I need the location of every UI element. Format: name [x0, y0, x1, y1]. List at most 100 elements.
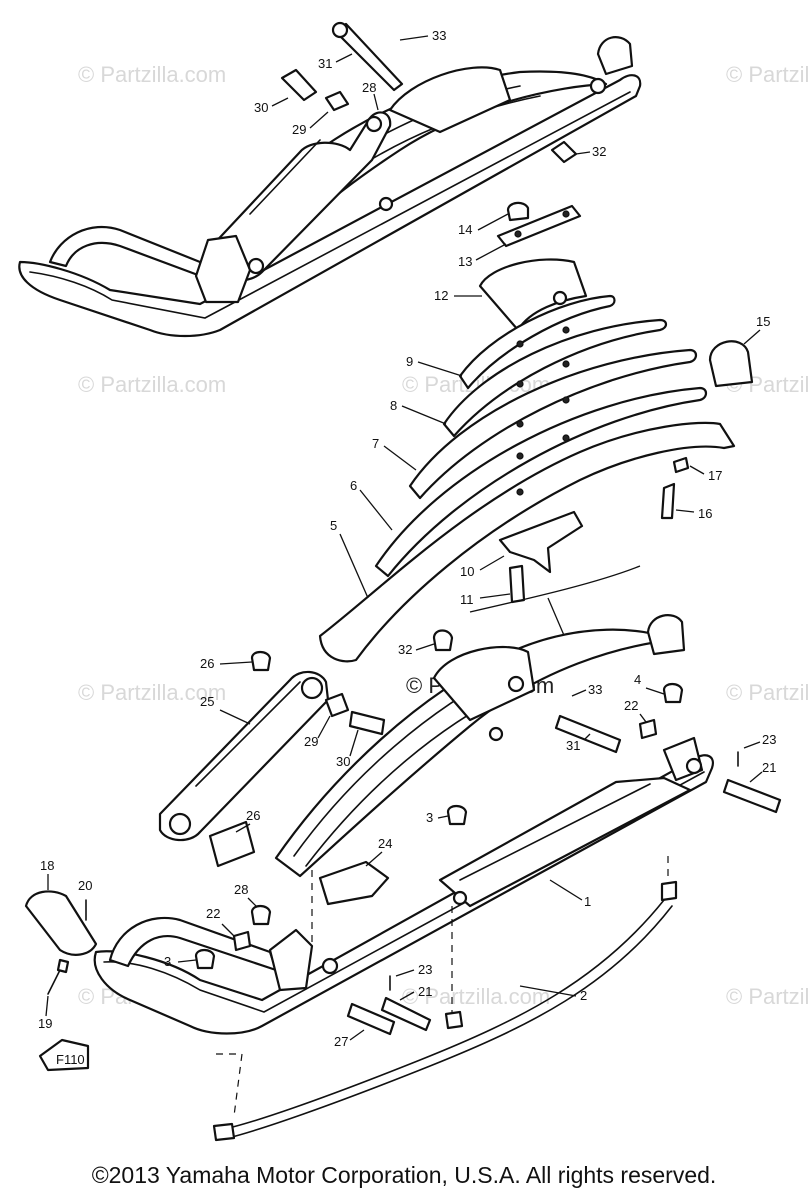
- callout-4: 4: [634, 672, 641, 687]
- callout-28: 28: [234, 882, 248, 897]
- ski-tip-18: [24, 890, 98, 956]
- leaf-9: [458, 294, 616, 390]
- watermark: © Partzilla.com: [402, 984, 550, 1009]
- fig-label: F110: [56, 1052, 85, 1067]
- nut-14: [506, 201, 530, 222]
- callout-27: 27: [334, 1034, 348, 1049]
- bottom-front-bracket: [268, 928, 314, 992]
- bolt-30: [348, 710, 386, 736]
- bolt-21: [722, 778, 782, 814]
- top-collar-29: [324, 90, 350, 112]
- clamp-10: [498, 510, 584, 574]
- collar-26: [208, 820, 256, 868]
- callout-9: 9: [406, 354, 413, 369]
- bolt-27: [346, 1002, 396, 1036]
- callout-7: 7: [372, 436, 379, 451]
- washer-17: [672, 456, 690, 474]
- top-ski-handle: [48, 225, 208, 280]
- callout-33: 33: [432, 28, 446, 43]
- callout-20: 20: [78, 878, 92, 893]
- callout-5: 5: [330, 518, 337, 533]
- bottom-rubber-stop: [646, 614, 686, 656]
- exploded-middle-parts: 14 13 12 9 8 7 6 5 15 17: [318, 201, 770, 663]
- saddle-12: [478, 258, 588, 332]
- callout-29: 29: [304, 734, 318, 749]
- leaf-5: [318, 421, 736, 663]
- washer-22: [638, 718, 658, 740]
- callout-28: 28: [362, 80, 376, 95]
- watermark: © Partzilla.com: [726, 680, 808, 705]
- top-nut-32: [550, 140, 578, 164]
- callout-30: 30: [336, 754, 350, 769]
- bracket-24: [318, 860, 390, 906]
- runner-2: [219, 887, 671, 1131]
- top-bolt-head: [247, 257, 265, 275]
- callout-1: 1: [584, 894, 591, 909]
- leaf-8: [442, 318, 668, 438]
- nut-3: [446, 804, 468, 826]
- callout-21: 21: [762, 760, 776, 775]
- callout-15: 15: [756, 314, 770, 329]
- callout-10: 10: [460, 564, 474, 579]
- leaf-6: [374, 386, 708, 578]
- top-saddle: [388, 66, 512, 134]
- callout-14: 14: [458, 222, 472, 237]
- top-ski-body: [18, 74, 642, 338]
- callout-26: 26: [200, 656, 214, 671]
- callout-13: 13: [458, 254, 472, 269]
- callout-33: 33: [588, 682, 602, 697]
- bottom-ski-assembly: [93, 614, 714, 1142]
- callout-30: 30: [254, 100, 268, 115]
- ski-tip-parts: F110: [24, 890, 98, 1072]
- nut-28-lower: [250, 904, 272, 926]
- shock-absorber-25: [158, 629, 454, 868]
- callout-26: 26: [246, 808, 260, 823]
- callout-22: 22: [206, 906, 220, 921]
- callout-8: 8: [390, 398, 397, 413]
- callout-25: 25: [200, 694, 214, 709]
- callout-3: 3: [426, 810, 433, 825]
- fig-label-box: [38, 1038, 90, 1072]
- bottom-callouts: 32 26 33 4 25 29 30 22 31 23 21 3 26 24 …: [38, 642, 776, 1049]
- callout-29: 29: [292, 122, 306, 137]
- copyright-notice: ©2013 Yamaha Motor Corporation, U.S.A. A…: [91, 1162, 717, 1188]
- bolt-16: [660, 482, 676, 520]
- top-bolt-30: [280, 68, 318, 102]
- leaf-7: [408, 348, 698, 500]
- callout-24: 24: [378, 836, 392, 851]
- callout-11: 11: [460, 592, 474, 607]
- watermark: © Partzilla.com: [78, 680, 226, 705]
- callout-2: 2: [580, 988, 587, 1003]
- callout-3: 3: [164, 954, 171, 969]
- collar-29: [324, 692, 350, 718]
- callout-32: 32: [592, 144, 606, 159]
- callout-31: 31: [318, 56, 332, 71]
- top-hardware: 33 31 30 29 28 32: [254, 21, 606, 164]
- bolt-11: [508, 564, 526, 604]
- callout-6: 6: [350, 478, 357, 493]
- watermark: © Partzilla.com: [78, 372, 226, 397]
- bolt-21-lower: [380, 996, 432, 1032]
- callout-32: 32: [398, 642, 412, 657]
- callout-23: 23: [762, 732, 776, 747]
- top-bolt-head: [378, 196, 394, 212]
- top-bolt-head: [589, 77, 607, 95]
- nut-32: [432, 629, 454, 652]
- callout-12: 12: [434, 288, 448, 303]
- top-rubber-stop: [596, 36, 634, 76]
- watermark: © Partzilla.com: [726, 62, 808, 87]
- rubber-stop-15: [708, 340, 754, 388]
- bolt-31: [554, 714, 622, 754]
- nut-28: [250, 650, 272, 672]
- callout-23: 23: [418, 962, 432, 977]
- nut-3-lower: [194, 948, 216, 970]
- callout-31: 31: [566, 738, 580, 753]
- bottom-saddle: [432, 645, 536, 722]
- callout-22: 22: [624, 698, 638, 713]
- top-bolt-head: [365, 115, 383, 133]
- bottom-hardware: [194, 682, 782, 1036]
- washer-22-lower: [232, 930, 252, 952]
- top-ski-assembly: [18, 36, 642, 338]
